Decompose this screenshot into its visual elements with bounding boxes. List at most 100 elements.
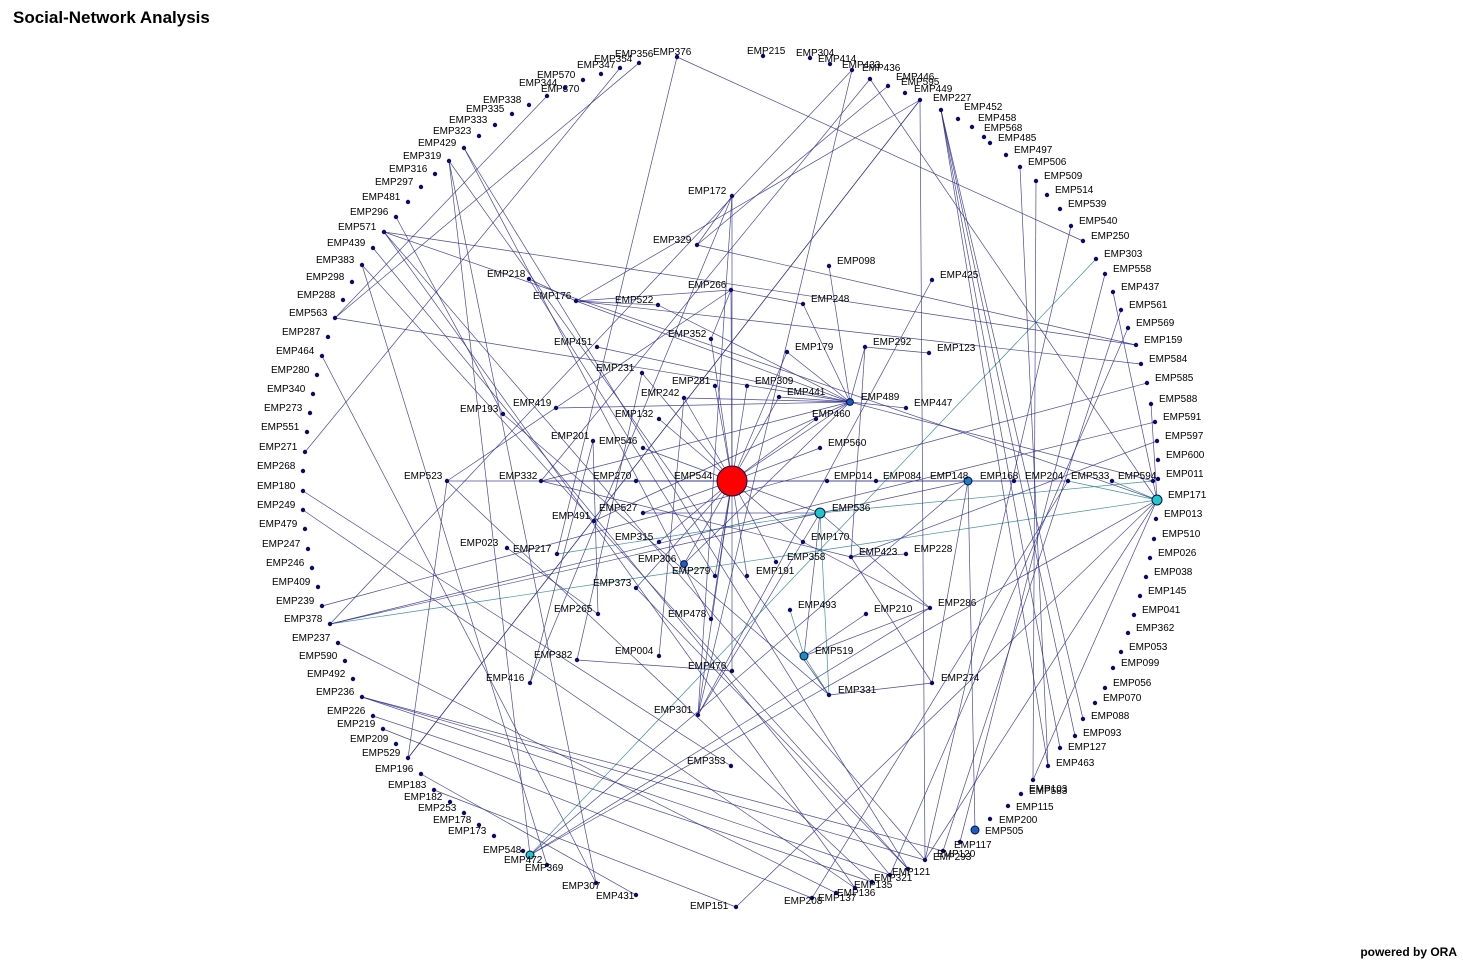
node-marker[interactable] <box>594 344 600 350</box>
node-marker[interactable] <box>1068 223 1074 229</box>
node-marker[interactable] <box>800 539 806 545</box>
node-emp217[interactable]: EMP217 <box>513 544 560 557</box>
node-emp506[interactable]: EMP506 <box>1017 157 1067 170</box>
node-marker[interactable] <box>350 676 356 682</box>
node-marker[interactable] <box>716 465 748 497</box>
node-marker[interactable] <box>694 242 700 248</box>
node-emp274[interactable]: EMP274 <box>929 673 980 686</box>
node-emp120[interactable]: EMP120 <box>937 848 976 860</box>
node-marker[interactable] <box>957 839 963 845</box>
node-marker[interactable] <box>370 713 376 719</box>
node-marker[interactable] <box>728 763 734 769</box>
node-marker[interactable] <box>319 353 325 359</box>
node-emp200[interactable]: EMP200 <box>987 815 1038 826</box>
node-marker[interactable] <box>1003 152 1009 158</box>
node-emp583[interactable]: EMP583 <box>1018 786 1068 797</box>
node-marker[interactable] <box>461 145 467 151</box>
node-emp242[interactable]: EMP242 <box>641 388 687 401</box>
node-emp227[interactable]: EMP227 <box>933 93 972 113</box>
node-emp168[interactable]: EMP168 <box>980 471 1019 484</box>
node-marker[interactable] <box>370 245 376 251</box>
node-marker[interactable] <box>461 810 467 816</box>
node-marker[interactable] <box>1150 478 1156 484</box>
node-marker[interactable] <box>970 825 980 835</box>
node-marker[interactable] <box>574 657 580 663</box>
node-emp458[interactable]: EMP458 <box>969 113 1017 130</box>
node-marker[interactable] <box>760 53 766 59</box>
node-emp479[interactable]: EMP479 <box>259 519 308 532</box>
node-marker[interactable] <box>681 395 687 401</box>
node-emp159[interactable]: EMP159 <box>1133 335 1183 348</box>
node-marker[interactable] <box>432 171 438 177</box>
node-emp136[interactable]: EMP136 <box>837 885 876 899</box>
node-emp056[interactable]: EMP056 <box>1102 678 1152 691</box>
node-marker[interactable] <box>1152 419 1158 425</box>
node-marker[interactable] <box>848 554 854 560</box>
node-marker[interactable] <box>525 850 535 860</box>
node-marker[interactable] <box>554 551 560 557</box>
node-emp307[interactable]: EMP307 <box>562 880 601 892</box>
node-marker[interactable] <box>335 640 341 646</box>
node-emp286[interactable]: EMP286 <box>927 598 977 611</box>
node-emp038[interactable]: EMP038 <box>1143 567 1193 580</box>
node-marker[interactable] <box>926 350 932 356</box>
node-marker[interactable] <box>325 334 331 340</box>
node-marker[interactable] <box>1151 536 1157 542</box>
node-marker[interactable] <box>332 315 338 321</box>
node-emp558[interactable]: EMP558 <box>1102 264 1152 277</box>
node-emp333[interactable]: EMP333 <box>449 115 498 128</box>
node-emp209[interactable]: EMP209 <box>350 734 399 747</box>
node-emp551[interactable]: EMP551 <box>261 422 310 435</box>
node-marker[interactable] <box>300 507 306 513</box>
node-emp505[interactable]: EMP505 <box>970 825 1024 837</box>
node-emp145[interactable]: EMP145 <box>1137 586 1187 599</box>
node-marker[interactable] <box>1109 478 1115 484</box>
node-emp510[interactable]: EMP510 <box>1151 529 1201 542</box>
node-marker[interactable] <box>1138 361 1144 367</box>
node-marker[interactable] <box>527 680 533 686</box>
node-marker[interactable] <box>526 276 532 282</box>
node-marker[interactable] <box>307 410 313 416</box>
node-emp540[interactable]: EMP540 <box>1068 216 1118 229</box>
node-emp347[interactable]: EMP347 <box>577 60 616 77</box>
node-marker[interactable] <box>598 71 604 77</box>
node-marker[interactable] <box>300 488 306 494</box>
node-marker[interactable] <box>359 262 365 268</box>
node-marker[interactable] <box>590 438 596 444</box>
node-emp309[interactable]: EMP309 <box>744 376 794 389</box>
node-emp514[interactable]: EMP514 <box>1044 185 1094 198</box>
node-marker[interactable] <box>1155 457 1161 463</box>
node-marker[interactable] <box>862 344 868 350</box>
node-emp354[interactable]: EMP354 <box>594 54 633 71</box>
node-emp546[interactable]: EMP546 <box>599 436 646 451</box>
node-emp204[interactable]: EMP204 <box>1025 471 1071 484</box>
node-emp201[interactable]: EMP201 <box>551 431 596 444</box>
node-emp176[interactable]: EMP176 <box>533 291 579 304</box>
node-marker[interactable] <box>1154 438 1160 444</box>
node-marker[interactable] <box>655 302 661 308</box>
node-marker[interactable] <box>826 263 832 269</box>
node-emp298[interactable]: EMP298 <box>306 272 355 285</box>
node-marker[interactable] <box>863 611 869 617</box>
node-marker[interactable] <box>640 510 646 516</box>
node-emp481[interactable]: EMP481 <box>362 192 411 205</box>
node-marker[interactable] <box>903 405 909 411</box>
node-marker[interactable] <box>887 872 893 878</box>
node-marker[interactable] <box>1092 700 1098 706</box>
node-marker[interactable] <box>744 573 750 579</box>
node-emp369[interactable]: EMP369 <box>525 862 564 874</box>
node-emp533[interactable]: EMP533 <box>1071 471 1115 484</box>
node-marker[interactable] <box>349 279 355 285</box>
node-emp439[interactable]: EMP439 <box>327 238 376 251</box>
node-emp571[interactable]: EMP571 <box>338 222 387 235</box>
node-marker[interactable] <box>1005 803 1011 809</box>
node-emp425[interactable]: EMP425 <box>929 270 979 283</box>
node-marker[interactable] <box>492 122 498 128</box>
node-emp460[interactable]: EMP460 <box>812 409 851 422</box>
node-emp148[interactable]: EMP148 <box>930 471 973 486</box>
node-emp239[interactable]: EMP239 <box>276 596 325 609</box>
node-marker[interactable] <box>1030 777 1036 783</box>
node-marker[interactable] <box>444 478 450 484</box>
node-emp376[interactable]: EMP376 <box>653 47 692 60</box>
